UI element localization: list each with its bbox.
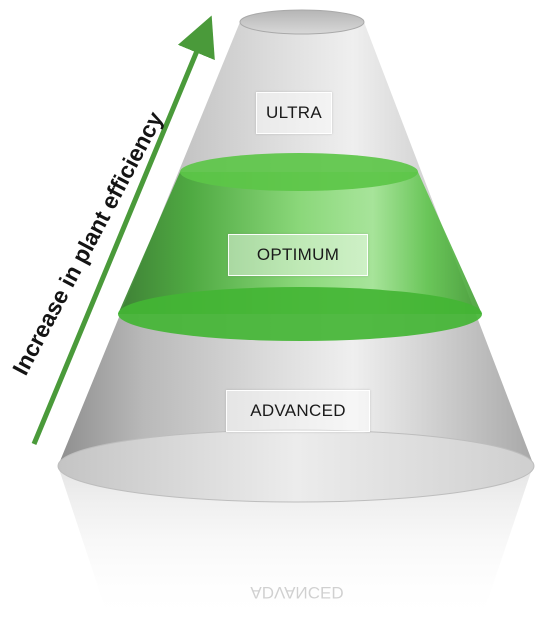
advanced-reflection-label: ADVANCED (250, 583, 344, 602)
cone-base (57, 429, 535, 503)
efficiency-arrow (31, 15, 215, 445)
level-label-ultra: ULTRA (256, 92, 332, 134)
optimum-band (118, 172, 482, 314)
level-label-optimum: OPTIMUM (228, 234, 368, 276)
cone-top (239, 9, 365, 35)
optimum-band-top (180, 153, 418, 191)
optimum-band-bottom (118, 287, 482, 341)
level-label-advanced: ADVANCED (226, 390, 370, 432)
cone-reflection (58, 466, 533, 623)
